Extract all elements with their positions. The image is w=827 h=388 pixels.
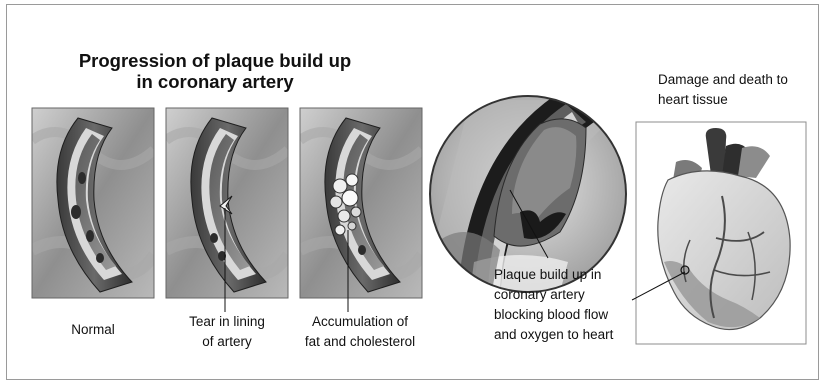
heart-label-line2: heart tissue bbox=[658, 90, 818, 110]
panel-normal bbox=[32, 108, 154, 298]
panel-accumulation bbox=[300, 108, 422, 298]
blockage-label-line3: blocking blood flow bbox=[494, 305, 644, 325]
stage-label-normal-line1: Normal bbox=[32, 320, 154, 340]
heart-label-line1: Damage and death to bbox=[658, 70, 818, 90]
blockage-label-line4: and oxygen to heart bbox=[494, 325, 644, 345]
stage-label-tear-line2: of artery bbox=[160, 332, 294, 352]
blockage-label: Plaque build up in coronary artery block… bbox=[494, 265, 644, 345]
stage-label-normal: Normal bbox=[32, 320, 154, 340]
heart-label: Damage and death to heart tissue bbox=[658, 70, 818, 110]
stage-label-tear: Tear in lining of artery bbox=[160, 312, 294, 352]
stage-label-tear-line1: Tear in lining bbox=[160, 312, 294, 332]
blockage-label-line2: coronary artery bbox=[494, 285, 644, 305]
blockage-label-line1: Plaque build up in bbox=[494, 265, 644, 285]
stage-label-accumulation: Accumulation of fat and cholesterol bbox=[282, 312, 438, 352]
heart-illustration bbox=[636, 122, 806, 344]
stage-label-accumulation-line1: Accumulation of bbox=[282, 312, 438, 332]
panel-tear bbox=[166, 108, 288, 298]
stage-label-accumulation-line2: fat and cholesterol bbox=[282, 332, 438, 352]
